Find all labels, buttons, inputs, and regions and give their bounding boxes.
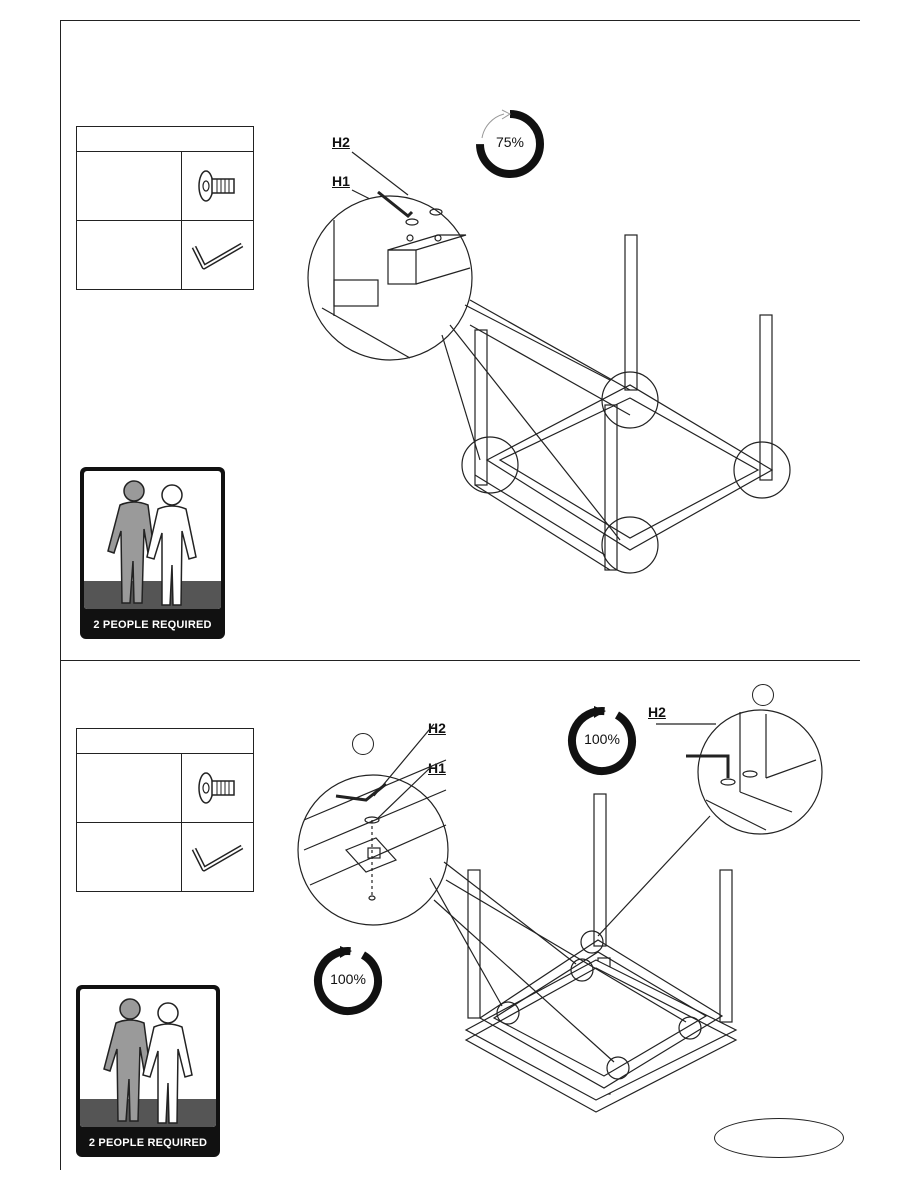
parts-row-bolt xyxy=(77,754,253,823)
parts-table-header xyxy=(77,127,253,152)
rotation-percent: 100% xyxy=(584,731,620,747)
page-top-border xyxy=(60,20,860,21)
page-left-border xyxy=(60,20,61,1170)
callout-h2-left: H2 xyxy=(428,720,446,736)
step2-two-people-badge: 2 PEOPLE REQUIRED xyxy=(76,985,220,1157)
parts-table-header xyxy=(77,729,253,754)
rotation-percent: 100% xyxy=(330,971,366,987)
parts-row-bolt xyxy=(77,152,253,221)
parts-name-cell xyxy=(77,152,182,220)
step2-frame-diagram xyxy=(297,709,823,1113)
two-people-icon xyxy=(80,989,216,1127)
callout-h1: H1 xyxy=(332,173,350,189)
step1-rotation-badge: 75% xyxy=(474,108,546,180)
parts-row-allen-key xyxy=(77,823,253,891)
detail-marker-left xyxy=(352,733,374,755)
two-people-icon xyxy=(84,471,221,609)
parts-name-cell xyxy=(77,754,182,822)
allen-key-icon xyxy=(182,823,253,891)
people-required-label: 2 PEOPLE REQUIRED xyxy=(93,619,212,631)
step2-rotation-badge-left: 100% xyxy=(312,945,384,1017)
callout-h2-right: H2 xyxy=(648,704,666,720)
page-number-oval xyxy=(714,1118,844,1158)
detail-marker-right xyxy=(752,684,774,706)
step-divider xyxy=(60,660,860,661)
step1-parts-table xyxy=(76,126,254,290)
step1-frame-diagram xyxy=(307,151,791,574)
step1-two-people-badge: 2 PEOPLE REQUIRED xyxy=(80,467,225,639)
callout-h1-left: H1 xyxy=(428,760,446,776)
step2-parts-table xyxy=(76,728,254,892)
callout-h2: H2 xyxy=(332,134,350,150)
parts-row-allen-key xyxy=(77,221,253,289)
bolt-icon xyxy=(182,152,253,220)
parts-name-cell xyxy=(77,823,182,891)
people-required-label: 2 PEOPLE REQUIRED xyxy=(88,1137,208,1149)
bolt-icon xyxy=(182,754,253,822)
allen-key-icon xyxy=(182,221,253,289)
parts-name-cell xyxy=(77,221,182,289)
step2-rotation-badge-top: 100% xyxy=(566,705,638,777)
rotation-percent: 75% xyxy=(495,134,525,150)
